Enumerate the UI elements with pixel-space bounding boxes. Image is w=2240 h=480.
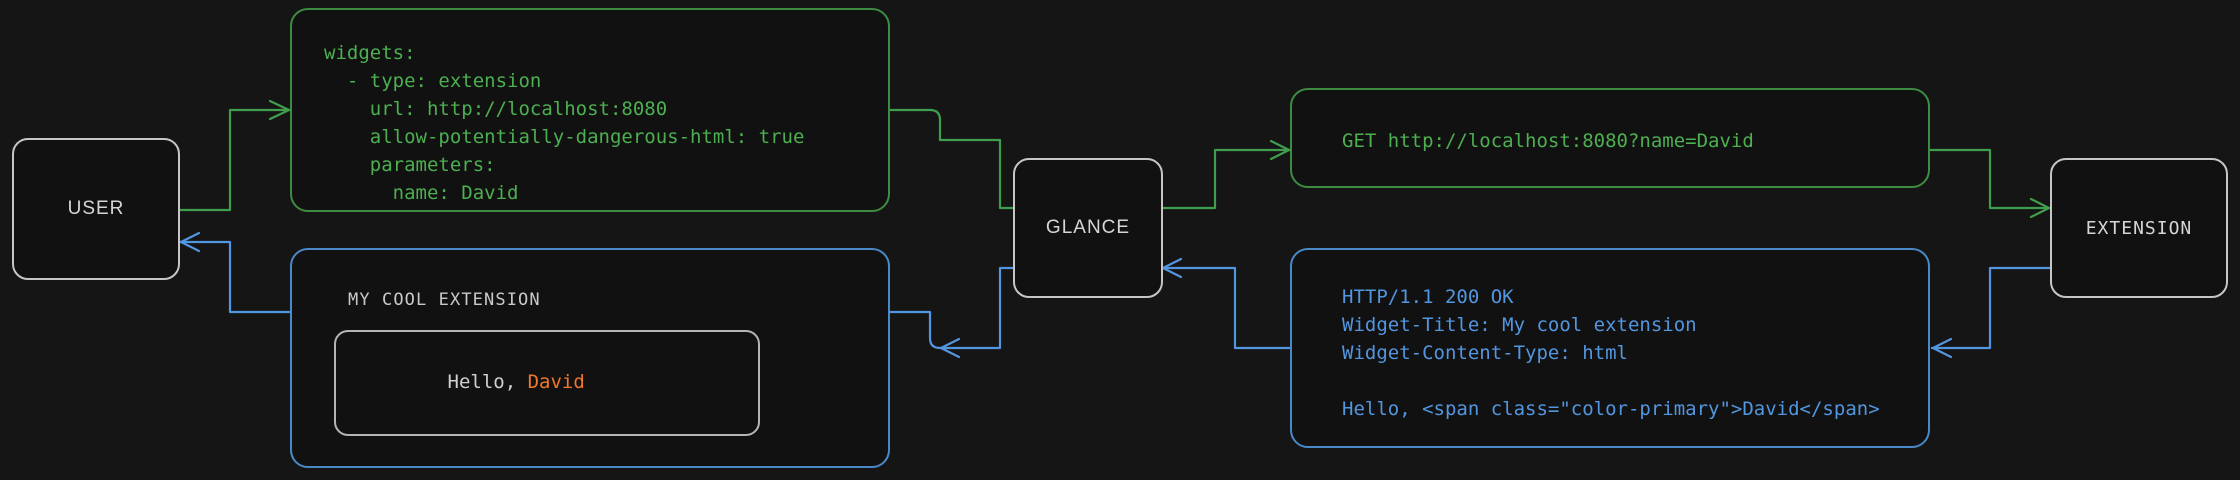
node-glance[interactable]: GLANCE xyxy=(1013,158,1163,298)
panel-http-response[interactable]: HTTP/1.1 200 OK Widget-Title: My cool ex… xyxy=(1290,248,1930,448)
panel-http-response-code: HTTP/1.1 200 OK Widget-Title: My cool ex… xyxy=(1342,286,1880,420)
rendered-widget-greeting-prefix: Hello, xyxy=(447,371,528,394)
panel-widget-config[interactable]: widgets: - type: extension url: http://l… xyxy=(290,8,890,212)
rendered-widget-card[interactable]: Hello, David xyxy=(334,330,760,436)
panel-rendered-widget[interactable]: MY COOL EXTENSION Hello, David xyxy=(290,248,890,468)
node-extension-label: EXTENSION xyxy=(2085,217,2193,239)
node-extension[interactable]: EXTENSION xyxy=(2050,158,2228,298)
node-glance-label: GLANCE xyxy=(1045,217,1131,238)
edge-user-to-config xyxy=(178,99,292,212)
rendered-widget-greeting-name: David xyxy=(527,371,585,394)
edge-extension-to-http-response xyxy=(1930,266,2052,359)
node-user-label: USER xyxy=(67,198,125,219)
rendered-widget-title: MY COOL EXTENSION xyxy=(348,290,541,310)
edge-glance-to-http-request xyxy=(1160,139,1292,210)
edge-rendered-widget-to-user xyxy=(178,231,292,314)
panel-widget-config-code: widgets: - type: extension url: http://l… xyxy=(324,42,805,204)
edge-http-request-to-extension xyxy=(1928,148,2052,219)
panel-http-request-code: GET http://localhost:8080?name=David xyxy=(1342,130,1754,152)
node-user[interactable]: USER xyxy=(12,138,180,280)
edge-http-response-to-glance xyxy=(1160,257,1292,350)
panel-http-request[interactable]: GET http://localhost:8080?name=David xyxy=(1290,88,1930,188)
rendered-widget-greeting: Hello, David xyxy=(336,341,585,425)
